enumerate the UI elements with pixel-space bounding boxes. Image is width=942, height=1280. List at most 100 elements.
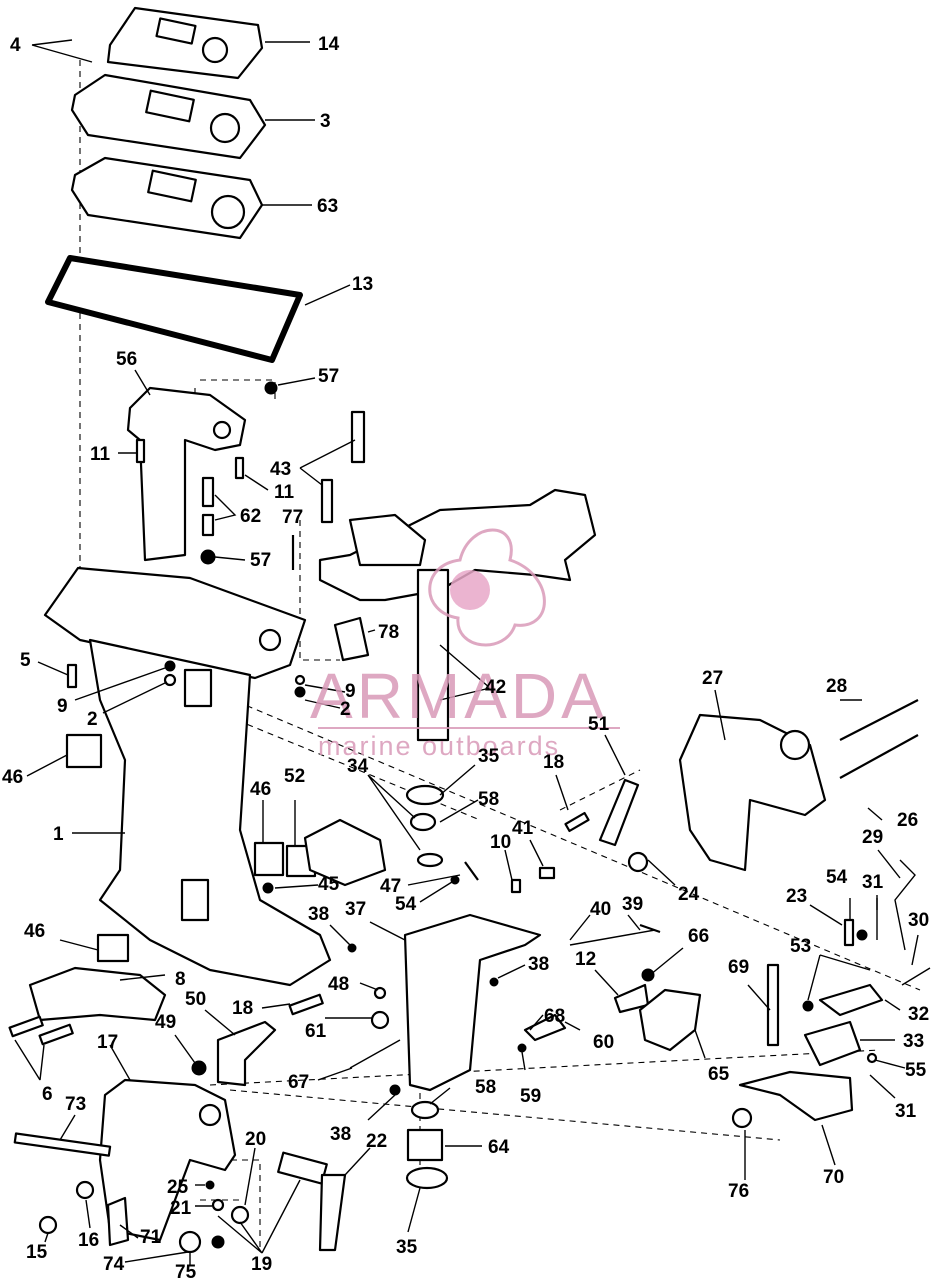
gasket-63 (70, 156, 264, 240)
label-56: 56 (116, 349, 137, 370)
washer-9b (294, 674, 306, 686)
tilt-plate-70 (738, 1070, 854, 1122)
washer-2b (294, 686, 306, 698)
label-70: 70 (823, 1167, 844, 1188)
label-18b: 18 (232, 998, 253, 1019)
label-55: 55 (905, 1060, 927, 1081)
spring-69 (766, 963, 780, 1047)
exhaust-housing-56 (126, 386, 247, 562)
label-58a: 58 (478, 789, 499, 810)
label-11a: 11 (90, 444, 111, 465)
label-54a: 54 (395, 894, 417, 915)
label-32: 32 (908, 1004, 929, 1025)
label-4: 4 (10, 35, 21, 56)
label-3: 3 (320, 111, 331, 132)
swivel-bracket-37 (403, 913, 542, 1092)
label-30: 30 (908, 910, 929, 931)
bolt-28 (839, 699, 919, 741)
washer-16 (75, 1180, 95, 1200)
screw-38a (347, 943, 357, 953)
label-52: 52 (284, 766, 305, 787)
pad-46c (96, 933, 130, 963)
label-60: 60 (593, 1032, 614, 1053)
screw-11b (234, 456, 245, 480)
part-labels: 4 14 3 63 13 56 57 11 43 11 62 77 57 78 … (2, 34, 929, 1280)
dowel-62a (201, 476, 215, 508)
label-6: 6 (42, 1084, 53, 1105)
label-63: 63 (317, 196, 338, 217)
cap-76 (731, 1107, 753, 1129)
screw-59 (517, 1043, 527, 1053)
armada-watermark: ARMADA marine outboards (310, 528, 620, 761)
bushing-21 (211, 1198, 225, 1212)
bushings-58-64-35 (405, 1100, 449, 1190)
label-8: 8 (175, 969, 186, 990)
lever-39 (639, 923, 661, 934)
label-47: 47 (380, 876, 401, 897)
label-25: 25 (167, 1177, 189, 1198)
label-33: 33 (903, 1031, 924, 1052)
washer-20 (230, 1205, 250, 1225)
label-26: 26 (897, 810, 918, 831)
label-75: 75 (175, 1262, 197, 1280)
label-65: 65 (708, 1064, 730, 1085)
rod-40 (569, 929, 656, 946)
seals-34-35-58 (405, 784, 445, 868)
spring-29 (894, 859, 916, 951)
label-50: 50 (185, 989, 206, 1010)
label-46c: 46 (24, 921, 45, 942)
label-54b: 54 (826, 867, 848, 888)
bushing-24 (627, 851, 649, 873)
label-39: 39 (622, 894, 643, 915)
label-5: 5 (20, 650, 31, 671)
label-20: 20 (245, 1129, 266, 1150)
nut-53 (802, 1000, 814, 1012)
label-57a: 57 (318, 366, 339, 387)
label-49: 49 (155, 1012, 176, 1033)
nut-66 (641, 968, 655, 982)
screw-5 (66, 663, 78, 689)
link-51 (598, 778, 640, 847)
label-78: 78 (378, 622, 399, 643)
label-19: 19 (251, 1254, 272, 1275)
label-74: 74 (103, 1254, 125, 1275)
washer-75 (178, 1230, 202, 1254)
label-29: 29 (862, 827, 883, 848)
nut-74 (211, 1235, 225, 1249)
plate-3 (70, 73, 267, 160)
strip-43b (320, 478, 334, 524)
label-31a: 31 (862, 872, 884, 893)
label-14: 14 (318, 34, 340, 55)
label-45: 45 (318, 874, 340, 895)
label-11b: 11 (274, 482, 295, 503)
side-plate-8 (28, 966, 167, 1022)
bracket-78 (333, 616, 370, 662)
label-69: 69 (728, 957, 749, 978)
washer-9a (164, 660, 176, 672)
bolt-6a (8, 1015, 44, 1038)
bolt-73 (13, 1132, 112, 1157)
lever-68 (523, 1013, 567, 1042)
label-40: 40 (590, 899, 611, 920)
label-57b: 57 (250, 550, 271, 571)
label-46b: 46 (250, 779, 271, 800)
screw-25 (205, 1180, 215, 1190)
steering-bracket-42 (318, 488, 597, 742)
screw-38c (389, 1084, 401, 1096)
drive-shaft-housing-1 (43, 566, 332, 987)
label-22: 22 (366, 1131, 387, 1152)
clamp-bracket-17 (98, 1078, 237, 1242)
label-18a: 18 (543, 752, 564, 773)
washer-45 (262, 882, 274, 894)
rod-67 (349, 1039, 401, 1069)
label-58b: 58 (475, 1077, 496, 1098)
label-67: 67 (288, 1072, 309, 1093)
adjust-screw-22 (277, 1151, 347, 1252)
label-35a: 35 (478, 746, 500, 767)
nut-15 (38, 1215, 58, 1235)
label-43: 43 (270, 459, 291, 480)
small-parts-47-54-10-41 (450, 861, 556, 894)
arm-50 (216, 1020, 277, 1087)
nut-54b (856, 929, 868, 941)
